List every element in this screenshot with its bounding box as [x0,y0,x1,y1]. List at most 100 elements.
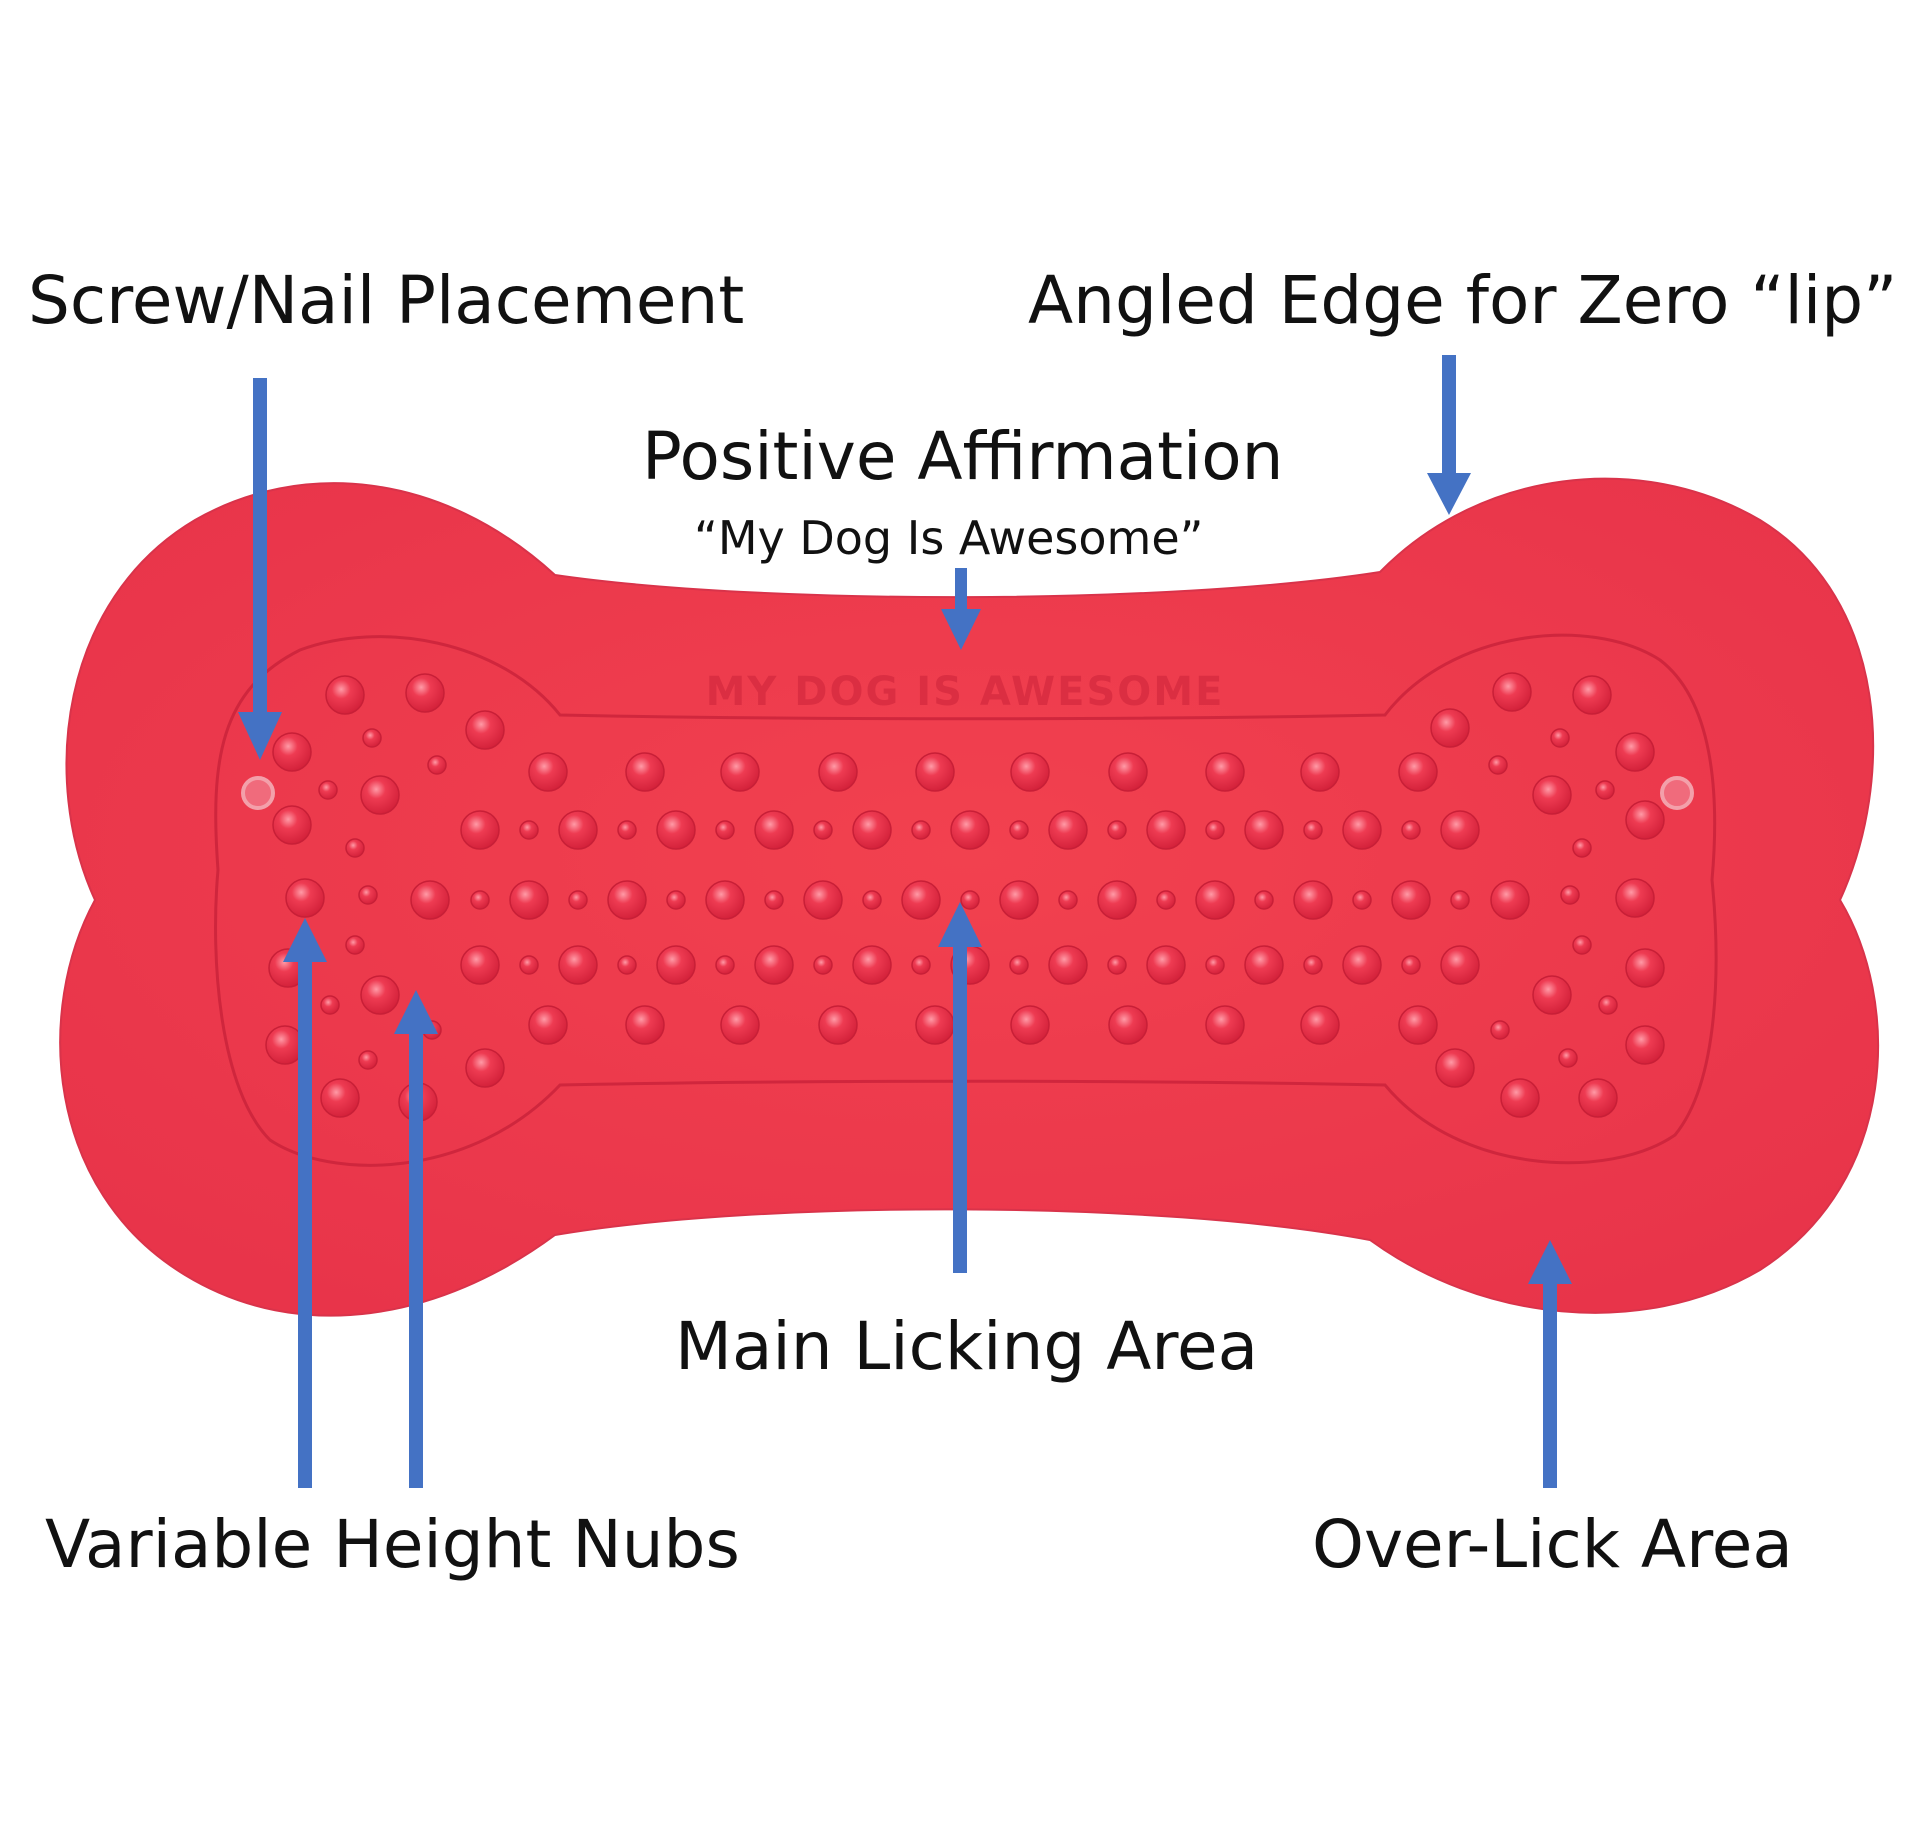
arrow-icon [1427,355,1471,515]
nub [360,775,400,815]
nub [1615,878,1655,918]
nub [911,955,931,975]
nub [558,810,598,850]
nub [509,880,549,920]
nub [1440,945,1480,985]
nub [862,890,882,910]
nub [1435,1048,1475,1088]
nub [656,810,696,850]
nub [1490,880,1530,920]
nub [1205,1005,1245,1045]
nub [405,673,445,713]
nub [1205,955,1225,975]
nub [617,955,637,975]
nub [1560,885,1580,905]
arrow-icon [238,378,282,760]
nub [1107,955,1127,975]
nub [272,732,312,772]
nub [1440,810,1480,850]
nub [410,880,450,920]
nub [625,752,665,792]
nub [1010,1005,1050,1045]
nub [1532,975,1572,1015]
nub [519,820,539,840]
nub [1254,890,1274,910]
nub [915,1005,955,1045]
nub [720,1005,760,1045]
label-affirmation-quote: “My Dog Is Awesome” [694,511,1204,565]
licking-nubs [265,672,1665,1122]
nub [1398,1005,1438,1045]
label-variable-height-nubs: Variable Height Nubs [45,1506,740,1583]
nub [362,728,382,748]
nub [999,880,1039,920]
nub [754,810,794,850]
nub [558,945,598,985]
nub [852,945,892,985]
nub [1048,945,1088,985]
nub [465,710,505,750]
nub [358,885,378,905]
nub [1578,1078,1618,1118]
nub [705,880,745,920]
nub [1293,880,1333,920]
nub [1146,810,1186,850]
nub [1108,752,1148,792]
nub [1625,800,1665,840]
nub [1303,955,1323,975]
nub [715,820,735,840]
label-angled-edge: Angled Edge for Zero “lip” [1028,262,1898,339]
screw-hole-right [1660,776,1694,810]
nub [1205,752,1245,792]
nub [1342,810,1382,850]
nub [318,780,338,800]
nub [1401,820,1421,840]
screw-hole-left [241,776,275,810]
nub [1391,880,1431,920]
nub [1342,945,1382,985]
nub [666,890,686,910]
nub [852,810,892,850]
nub [1300,752,1340,792]
arrow-icon [394,990,438,1488]
nub [358,1050,378,1070]
nub [272,805,312,845]
nub [1058,890,1078,910]
nub [818,752,858,792]
label-positive-affirmation: Positive Affirmation [642,418,1284,495]
nub [320,995,340,1015]
nub [1625,1025,1665,1065]
nub [568,890,588,910]
nub [803,880,843,920]
nub [1156,890,1176,910]
nub [285,878,325,918]
nub [1009,955,1029,975]
nub [1300,1005,1340,1045]
nub [764,890,784,910]
arrow-icon [941,568,981,650]
arrow-icon [938,902,982,1273]
nub [607,880,647,920]
nub [519,955,539,975]
nub [1146,945,1186,985]
nub [1532,775,1572,815]
nub [1401,955,1421,975]
nub [1195,880,1235,920]
nub [911,820,931,840]
arrow-icon [1528,1240,1572,1488]
nub [1430,708,1470,748]
nub [1572,935,1592,955]
nub [1558,1048,1578,1068]
label-over-lick-area: Over-Lick Area [1312,1506,1793,1583]
nub [813,820,833,840]
nub [1550,728,1570,748]
nub [460,945,500,985]
arrows [238,355,1572,1488]
label-main-licking-area: Main Licking Area [675,1308,1259,1385]
nub [813,955,833,975]
embossed-affirmation-text: MY DOG IS AWESOME [706,669,1225,715]
nub [427,755,447,775]
nub [1048,810,1088,850]
nub [1205,820,1225,840]
